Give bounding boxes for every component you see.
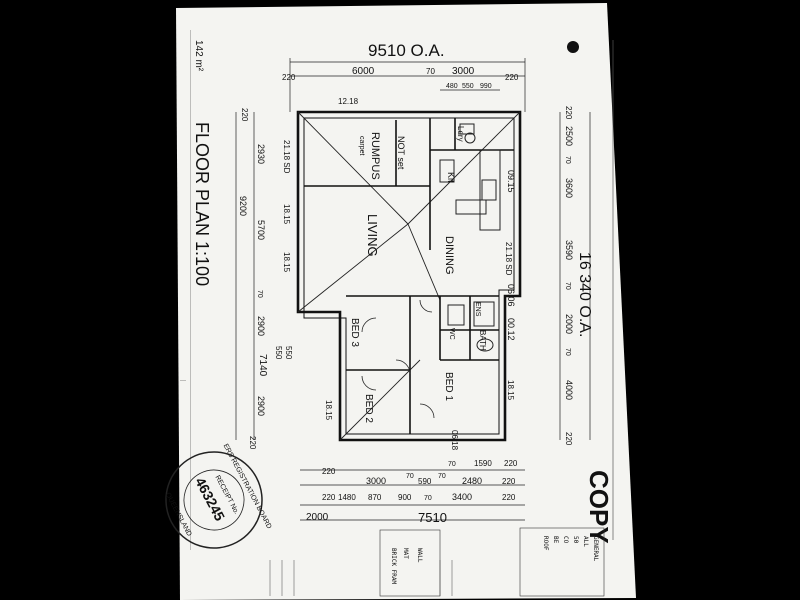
left-dim-2900-b: 2900 — [256, 396, 266, 416]
notes-block-right: GENERAL ALL 50 CO BE ROOF — [519, 527, 605, 597]
top-dim-3000: 3000 — [452, 66, 475, 77]
bath-fixtures — [447, 301, 495, 352]
note-be: BE — [552, 536, 559, 544]
top-dim-6000: 6000 — [352, 66, 375, 77]
note-brick-fram: BRICK FRAM — [390, 548, 397, 585]
room-bed2: BED 2 — [363, 394, 374, 423]
room-ens: ENS — [474, 302, 481, 317]
right-dim-2000: 2000 — [564, 314, 574, 334]
bottom-row1-220-b: 220 — [502, 477, 516, 486]
room-not-set: NOT set — [396, 136, 406, 170]
bottom-total-left: 2000 — [306, 512, 329, 523]
bottom-row2-3400: 3400 — [452, 492, 472, 502]
total-width-dim: 9510 O.A. — [368, 41, 445, 60]
annot-12-18: 12.18 — [338, 97, 359, 106]
right-dim-220-b: 220 — [564, 432, 573, 446]
annot-21-18-sd-b: 21.18 SD — [504, 242, 513, 276]
bottom-small-220: 220 — [504, 459, 518, 468]
left-dim-7140: 7140 — [257, 354, 268, 377]
bottom-total: 7510 — [418, 510, 447, 525]
note-co: CO — [562, 536, 569, 544]
bottom-row2-220-a: 220 — [322, 493, 336, 502]
left-dim-550-b: 550 — [284, 346, 293, 360]
right-dim-3590: 3590 — [564, 240, 574, 260]
room-dining: DINING — [443, 236, 455, 275]
left-dim-220: 220 — [240, 108, 249, 122]
note-50: 50 — [572, 536, 579, 544]
left-dim-550-a: 550 — [274, 346, 283, 360]
bottom-row1-70-b: 70 — [438, 473, 446, 480]
annot-18-15-b: 18.15 — [282, 252, 291, 273]
room-carpet: carpet — [358, 136, 365, 156]
room-living: LIVING — [365, 214, 380, 257]
bottom-row1-70-a: 70 — [406, 473, 414, 480]
annot-06-06: 06.06 — [506, 284, 516, 307]
top-dim-70: 70 — [426, 67, 435, 76]
left-dim-9200: 9200 — [238, 196, 248, 216]
right-dim-70-a: 70 — [564, 156, 571, 164]
annot-21-18-sd: 21.18 SD — [282, 140, 291, 174]
room-bed1: BED 1 — [443, 372, 454, 401]
area-scribble: 142 m² — [193, 40, 204, 72]
total-depth-dim: 16 340 O.A. — [576, 252, 593, 337]
right-dim-3600: 3600 — [564, 178, 574, 198]
annot-00-12: 00.12 — [506, 318, 516, 341]
punch-hole — [567, 41, 579, 53]
note-all: ALL — [582, 536, 589, 547]
outer-walls — [296, 110, 522, 442]
room-rumpus: RUMPUS — [369, 132, 381, 180]
bottom-row1-590: 590 — [418, 477, 432, 486]
top-sub-480: 480 — [446, 83, 458, 90]
annot-06-18: 06.18 — [450, 430, 459, 451]
right-dim-220: 220 — [564, 106, 573, 120]
table-lines-bottom — [269, 560, 453, 596]
left-dim-220-b: 220 — [248, 436, 257, 450]
annot-18-15-d: 18.15 — [324, 400, 333, 421]
right-dim-70-b: 70 — [564, 282, 571, 290]
bottom-row2-70: 70 — [424, 495, 432, 502]
bottom-row1-220-a: 220 — [322, 467, 336, 476]
room-bath: BATH — [478, 330, 487, 351]
interior-walls — [304, 118, 514, 434]
right-dim-4000: 4000 — [564, 380, 574, 400]
top-sub-550: 550 — [462, 83, 474, 90]
scan-noise — [180, 30, 614, 550]
room-wc: WC — [448, 328, 455, 340]
annot-18-15-a: 18.15 — [282, 204, 291, 225]
room-laundry: Ldry — [456, 126, 465, 142]
dimension-lines — [235, 58, 591, 521]
bottom-row1-2480: 2480 — [462, 476, 482, 486]
left-dim-2930: 2930 — [256, 144, 266, 164]
note-mat: MAT — [402, 548, 409, 559]
bottom-row2-220-b: 220 — [502, 493, 516, 502]
floor-plan-title: FLOOR PLAN 1:100 — [192, 122, 212, 286]
room-kitchen: Kit — [446, 172, 456, 183]
bottom-row2-1480: 1480 — [338, 493, 356, 502]
bottom-small-70: 70 — [448, 461, 456, 468]
annot-18-15-c: 18.15 — [506, 380, 515, 401]
right-dim-2500: 2500 — [564, 126, 574, 146]
bottom-row1-3000: 3000 — [366, 476, 386, 486]
bottom-row2-900: 900 — [398, 493, 412, 502]
door-swings — [361, 299, 435, 419]
left-dim-5700: 5700 — [256, 220, 266, 240]
note-wall: WALL — [416, 548, 423, 563]
roof-lines — [297, 111, 521, 441]
annot-09-15: 09.15 — [506, 170, 516, 193]
left-dim-2900-a: 2900 — [256, 316, 266, 336]
left-dim-70: 70 — [256, 290, 263, 298]
top-dim-220-right: 220 — [505, 73, 519, 82]
copy-stamp: COPY — [584, 470, 614, 544]
bottom-small-1590: 1590 — [474, 459, 492, 468]
room-bed3: BED 3 — [349, 318, 360, 347]
right-dim-70-c: 70 — [564, 348, 571, 356]
bottom-row2-870: 870 — [368, 493, 382, 502]
note-roof: ROOF — [542, 536, 549, 551]
paper-sheet — [176, 3, 636, 600]
top-dim-220-left: 220 — [282, 73, 296, 82]
top-sub-990: 990 — [480, 83, 492, 90]
kitchen-fixtures — [439, 123, 501, 231]
note-general: GENERAL — [592, 536, 599, 562]
